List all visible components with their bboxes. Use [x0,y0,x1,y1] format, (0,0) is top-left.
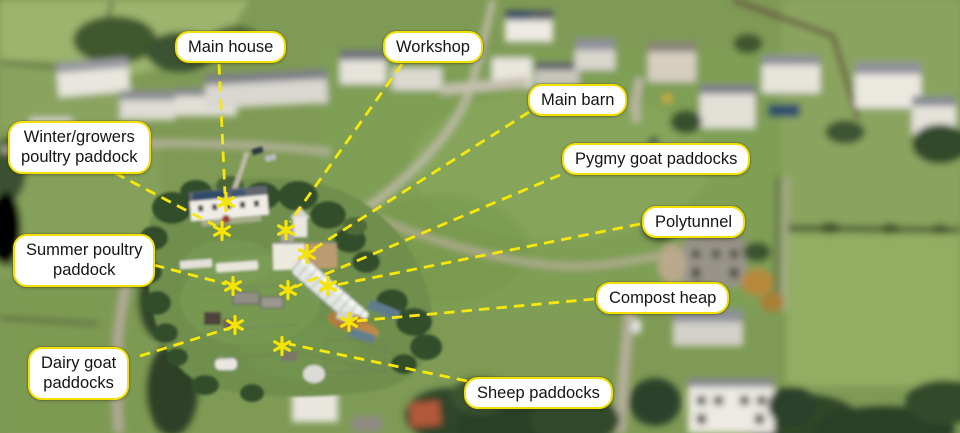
label-dairy-goat-paddocks: Dairy goat paddocks [28,347,130,400]
label-winter-growers-poultry-paddock: Winter/growers poultry paddock [8,121,151,174]
label-pygmy-goat-paddocks: Pygmy goat paddocks [562,143,751,176]
label-polytunnel: Polytunnel [642,206,746,239]
label-main-house: Main house [175,31,287,64]
label-main-barn: Main barn [528,84,628,117]
label-summer-poultry-paddock: Summer poultry paddock [13,234,156,287]
label-workshop: Workshop [383,31,483,64]
label-compost-heap: Compost heap [596,282,730,315]
label-sheep-paddocks: Sheep paddocks [464,377,613,410]
